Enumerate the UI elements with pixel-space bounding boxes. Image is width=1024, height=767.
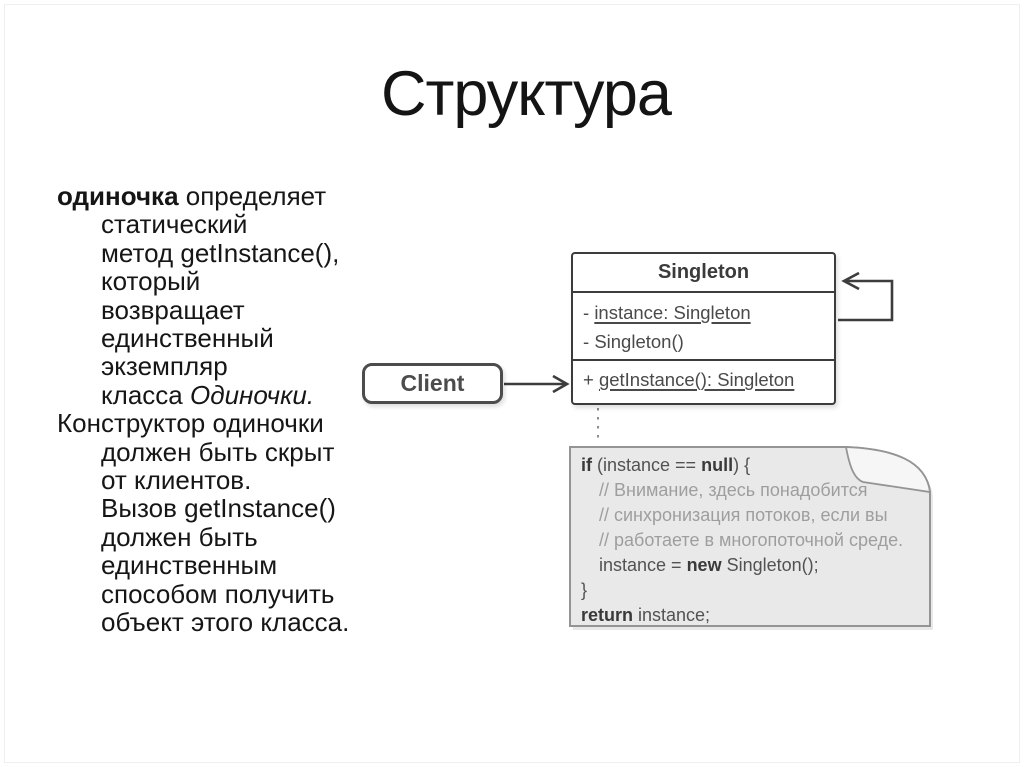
text-line: метод getInstance(), xyxy=(101,237,340,268)
singleton-methods-section: + getInstance(): Singleton xyxy=(573,361,834,391)
client-class-box: Client xyxy=(362,363,503,404)
text-line: должен быть xyxy=(101,521,258,552)
term-bold: одиночка xyxy=(57,181,179,211)
field-instance: - instance: Singleton xyxy=(583,302,751,323)
field-constructor: - Singleton() xyxy=(583,331,684,352)
association-arrowhead xyxy=(552,374,570,394)
code-line: return instance; xyxy=(581,605,711,625)
text-line: статический xyxy=(101,209,248,240)
code-line: } xyxy=(581,580,588,600)
text-line: Конструктор одиночки xyxy=(57,408,324,439)
code-comment: // синхронизация потоков, если вы xyxy=(599,505,888,525)
client-class-name: Client xyxy=(400,370,465,396)
text-line: который xyxy=(101,266,201,297)
text-line: класса Одиночки. xyxy=(101,379,315,410)
code-line: if (instance == null) { xyxy=(581,455,751,475)
text-line: объект этого класса. xyxy=(101,607,350,638)
text-line: экземпляр xyxy=(101,351,228,382)
code-comment: // работаете в многопоточной среде. xyxy=(599,530,904,550)
body-text: одиночка определяет статический метод ge… xyxy=(57,182,349,637)
code-line: instance = new Singleton(); xyxy=(599,555,819,575)
self-reference-arrowhead xyxy=(841,271,860,291)
text-line: Вызов getInstance() xyxy=(101,493,336,524)
text-line: от клиентов. xyxy=(101,465,252,496)
note-code: if (instance == null) { // Внимание, зде… xyxy=(570,446,931,628)
singleton-fields-section: - instance: Singleton - Singleton() xyxy=(573,293,834,361)
self-reference-arrow xyxy=(838,279,894,322)
text-line: способом получить xyxy=(101,578,335,609)
page-title: Структура xyxy=(381,59,672,129)
term-italic: Одиночки. xyxy=(189,379,315,410)
text-line: возвращает xyxy=(101,294,245,325)
singleton-class-box: Singleton - instance: Singleton - Single… xyxy=(571,252,836,405)
text-line: должен быть скрыт xyxy=(101,436,335,467)
singleton-class-name: Singleton xyxy=(573,254,834,293)
text-line: одиночка определяет xyxy=(57,181,327,211)
text-line: единственный xyxy=(101,323,274,354)
method-getinstance: + getInstance(): Singleton xyxy=(583,369,795,390)
code-comment: // Внимание, здесь понадобится xyxy=(599,480,868,500)
text-line: единственным xyxy=(101,550,278,581)
